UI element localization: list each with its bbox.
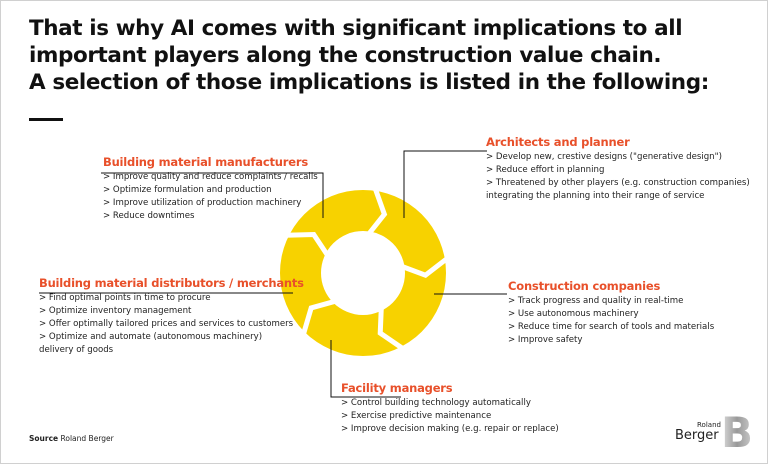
source-note: Source Roland Berger [29,434,114,443]
logo-mark-icon: B [721,408,754,457]
group-architects: Architects and planner > Develop new, cr… [486,136,750,203]
segment-arrow-gap [285,231,331,258]
list-item: > Exercise predictive maintenance [341,411,492,421]
logo-small-text: Roland [697,421,721,429]
list-item: > Threatened by other players (e.g. cons… [486,178,750,188]
group-heading: Building material manufacturers [103,155,308,169]
list-item: > Find optimal points in time to procure [39,293,211,303]
segment-arrow-gap [400,256,450,279]
list-item: > Offer optimally tailored prices and se… [39,319,294,329]
group-heading: Architects and planner [486,135,630,149]
group-manufacturers: Building material manufacturers > Improv… [103,156,318,223]
group-distributors: Building material distributors / merchan… [39,277,304,357]
leader-line-architects [403,150,487,218]
group-heading: Building material distributors / merchan… [39,276,304,290]
logo-big-text: Berger [675,428,719,443]
group-construction: Construction companies > Track progress … [508,280,714,347]
segment-arrow-gap [377,307,405,351]
title-line: important players along the construction… [29,43,662,68]
leader-line-manufacturers [101,172,324,218]
group-heading: Construction companies [508,279,661,293]
list-item: > Reduce effort in planning [486,165,605,175]
ring-segments [279,189,447,357]
title-line: A selection of those implications is lis… [29,70,709,95]
list-item: delivery of goods [39,345,114,355]
source-value: Roland Berger [60,434,114,443]
list-item: > Optimize formulation and production [103,185,272,195]
list-item: > Track progress and quality in real-tim… [508,296,684,306]
leader-line-facility [330,340,401,398]
segment-arrow-gap [366,186,388,236]
list-item: > Develop new, crestive designs ("genera… [486,152,722,162]
list-item: > Improve quality and reduce complaints … [103,172,318,182]
list-item: > Reduce time for search of tools and ma… [508,322,715,332]
group-facility: Facility managers > Control building tec… [341,382,559,436]
list-item: > Improve utilization of production mach… [103,198,302,208]
list-item: integrating the planning into their rang… [486,191,705,201]
list-item: > Improve safety [508,335,583,345]
list-item: > Reduce downtimes [103,211,195,221]
list-item: > Improve decision making (e.g. repair o… [341,424,559,434]
title-underline [29,118,63,121]
slide-title: That is why AI comes with significant im… [29,15,709,96]
title-line: That is why AI comes with significant im… [29,16,683,41]
segment-arrow-gap [300,298,337,336]
list-item: > Optimize inventory management [39,306,192,316]
list-item: > Use autonomous machinery [508,309,639,319]
list-item: > Optimize and automate (autonomous mach… [39,332,263,342]
list-item: > Control building technology automatica… [341,398,531,408]
group-heading: Facility managers [341,381,453,395]
source-label: Source [29,434,59,443]
